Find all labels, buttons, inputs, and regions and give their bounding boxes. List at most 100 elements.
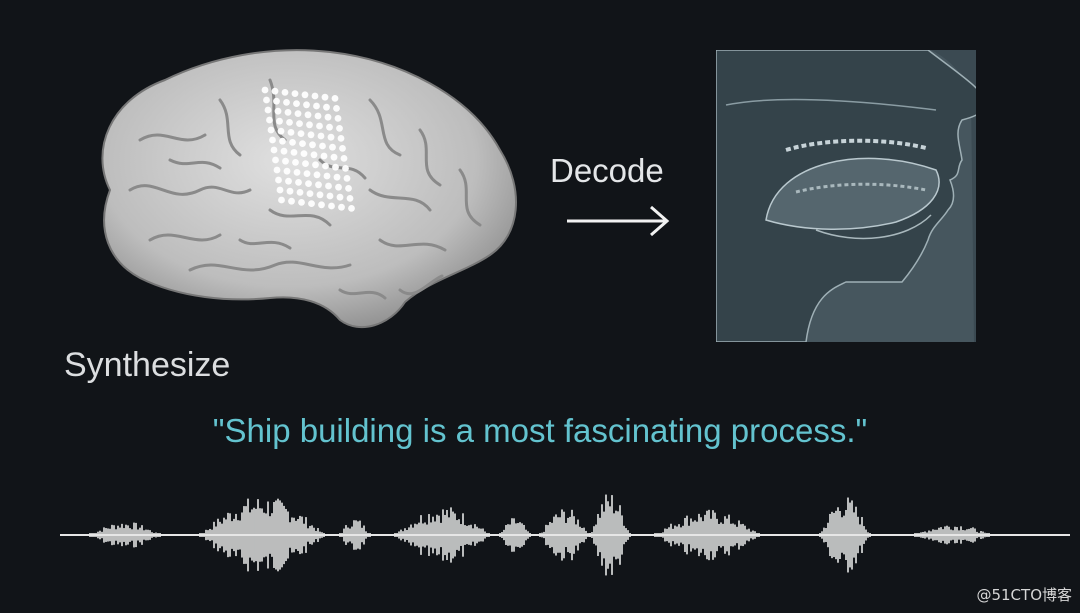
electrode-dot <box>264 106 272 114</box>
electrode-dot <box>281 89 289 96</box>
electrode-dot <box>289 139 296 146</box>
electrode-dot <box>312 161 319 169</box>
electrode-dot <box>298 199 305 206</box>
electrode-dot <box>334 115 342 122</box>
electrode-dot <box>301 91 309 99</box>
electrode-dot <box>291 90 299 97</box>
electrode-dot <box>313 171 321 179</box>
decode-label: Decode <box>550 152 664 189</box>
electrode-dot <box>308 200 315 208</box>
electrode-dot <box>270 146 278 154</box>
vocal-tract-illustration <box>716 50 976 342</box>
electrode-dot <box>296 189 304 196</box>
electrode-dot <box>273 166 281 174</box>
electrode-dot <box>343 175 351 182</box>
electrode-dot <box>297 130 305 137</box>
electrode-dot <box>286 119 293 126</box>
electrode-dot <box>332 163 339 171</box>
electrode-dot <box>316 122 323 130</box>
electrode-dot <box>317 132 325 140</box>
electrode-dot <box>283 167 291 175</box>
electrode-dot <box>299 140 306 147</box>
electrode-dot <box>330 153 338 161</box>
electrode-dot <box>306 121 313 129</box>
electrode-dot <box>288 197 295 205</box>
electrode-dot <box>333 105 340 112</box>
electrode-dot <box>326 123 333 131</box>
electrode-dot <box>296 120 303 127</box>
electrode-dot <box>290 149 298 156</box>
watermark: @51CTO博客 <box>976 586 1072 604</box>
electrode-dot <box>284 109 292 116</box>
electrode-dot <box>329 143 336 151</box>
electrode-dot <box>309 141 316 149</box>
electrode-dot <box>339 145 346 152</box>
electrode-dot <box>322 162 329 170</box>
electrode-dot <box>323 172 331 180</box>
electrode-dot <box>280 147 288 155</box>
electrode-dot <box>318 201 325 209</box>
electrode-dot <box>302 160 309 167</box>
electrode-dot <box>286 187 294 195</box>
electrode-dot <box>321 93 329 101</box>
electrode-dot <box>348 205 355 212</box>
electrode-dot <box>293 100 300 107</box>
electrode-dot <box>314 112 322 120</box>
electrode-dot <box>303 170 311 178</box>
electrode-dot <box>269 136 276 144</box>
electrode-dot <box>274 107 282 115</box>
electrode-dot <box>278 196 285 204</box>
electrode-dot <box>338 203 345 211</box>
electrode-dot <box>315 181 322 189</box>
electrode-dot <box>313 102 320 110</box>
electrode-dot <box>276 117 283 125</box>
electrode-dot <box>306 190 314 198</box>
arrow-right-icon <box>567 205 670 237</box>
electrode-dot <box>295 179 302 186</box>
electrode-grid <box>261 86 355 212</box>
palate <box>725 98 937 111</box>
electrode-dot <box>316 191 324 199</box>
electrode-dot <box>346 195 354 202</box>
electrode-dot <box>311 92 319 100</box>
electrode-dot <box>285 177 292 185</box>
electrode-dot <box>292 159 299 166</box>
brain-shape <box>101 49 517 329</box>
electrode-dot <box>324 113 332 121</box>
electrode-dot <box>276 186 284 194</box>
electrode-dot <box>326 192 334 200</box>
sentence-caption: "Ship building is a most fascinating pro… <box>212 412 868 449</box>
electrode-dot <box>320 152 328 160</box>
brain-illustration <box>101 49 517 329</box>
synthesize-label: Synthesize <box>64 346 231 384</box>
electrode-dot <box>336 125 343 132</box>
electrode-dot <box>325 182 332 190</box>
electrode-dot <box>271 87 279 95</box>
electrode-dot <box>293 169 301 176</box>
electrode-dot <box>266 116 273 124</box>
electrode-dot <box>277 127 285 135</box>
electrode-dot <box>303 101 310 109</box>
electrode-dot <box>323 103 330 111</box>
electrode-dot <box>327 133 335 141</box>
electrode-dot <box>304 111 312 119</box>
jaw <box>815 214 932 240</box>
electrode-dot <box>283 99 290 106</box>
electrode-dot <box>345 185 352 192</box>
electrode-dot <box>307 131 315 139</box>
electrode-dot <box>287 129 295 136</box>
electrode-dot <box>279 137 286 145</box>
electrode-dot <box>342 165 349 172</box>
electrode-dot <box>273 97 280 105</box>
electrode-dot <box>336 193 344 201</box>
electrode-dot <box>319 142 326 150</box>
electrode-dot <box>331 95 339 102</box>
electrode-dot <box>272 156 279 164</box>
electrode-dot <box>305 180 312 188</box>
electrode-dot <box>267 126 275 134</box>
electrode-dot <box>261 86 269 94</box>
electrode-dot <box>328 202 335 210</box>
electrode-dot <box>310 151 318 159</box>
electrode-dot <box>337 135 345 142</box>
electrode-dot <box>275 176 282 184</box>
